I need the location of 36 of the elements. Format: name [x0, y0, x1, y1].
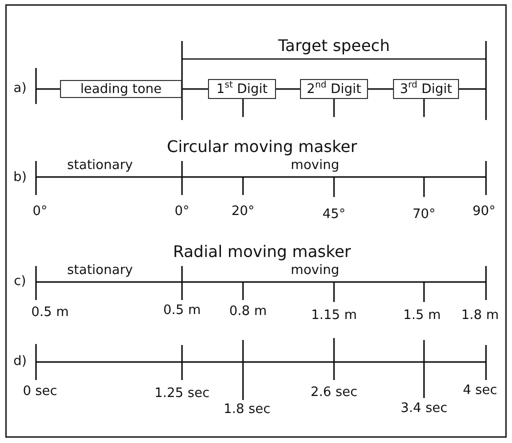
angle-label: 45°: [322, 208, 346, 222]
row-letter: d): [13, 354, 27, 370]
angle-label: 70°: [412, 208, 436, 222]
row-letter: a): [13, 82, 27, 96]
angle-label: 0°: [32, 204, 48, 220]
phase-label: moving: [290, 264, 340, 278]
angle-label: 0°: [174, 204, 190, 220]
distance-label: 0.5 m: [163, 304, 201, 318]
segment-box: 1$^{st}$ Digit: [208, 79, 276, 99]
time-label: 4 sec: [462, 384, 498, 398]
angle-label: 90°: [472, 204, 496, 220]
distance-label: 0.5 m: [31, 306, 69, 320]
row-letter: b): [13, 170, 27, 186]
phase-label: stationary: [67, 264, 133, 278]
heading: Radial moving masker: [172, 243, 352, 261]
row-letter: c): [14, 274, 26, 290]
time-label: 1.25 sec: [154, 386, 210, 402]
segment-box: 2$^{nd}$ Digit: [300, 79, 368, 99]
distance-label: 1.8 m: [461, 308, 499, 324]
distance-label: 0.8 m: [229, 304, 267, 320]
segment-box: 3$^{rd}$ Digit: [393, 79, 459, 99]
heading: Target speech: [278, 37, 390, 55]
phase-label: moving: [290, 158, 340, 174]
angle-label: 20°: [231, 204, 255, 220]
segment-box: leading tone: [60, 80, 182, 98]
time-label: 3.4 sec: [400, 402, 448, 416]
timeline-segment: [368, 88, 393, 90]
heading: Circular moving masker: [166, 138, 358, 156]
phase-label: stationary: [67, 158, 133, 174]
timeline-segment: [182, 88, 208, 90]
timeline-segment: [276, 88, 300, 90]
time-label: 2.6 sec: [310, 386, 358, 400]
time-label: 1.8 sec: [224, 402, 270, 418]
distance-label: 1.5 m: [403, 308, 441, 324]
distance-label: 1.15 m: [311, 308, 357, 324]
time-label: 0 sec: [22, 384, 58, 400]
